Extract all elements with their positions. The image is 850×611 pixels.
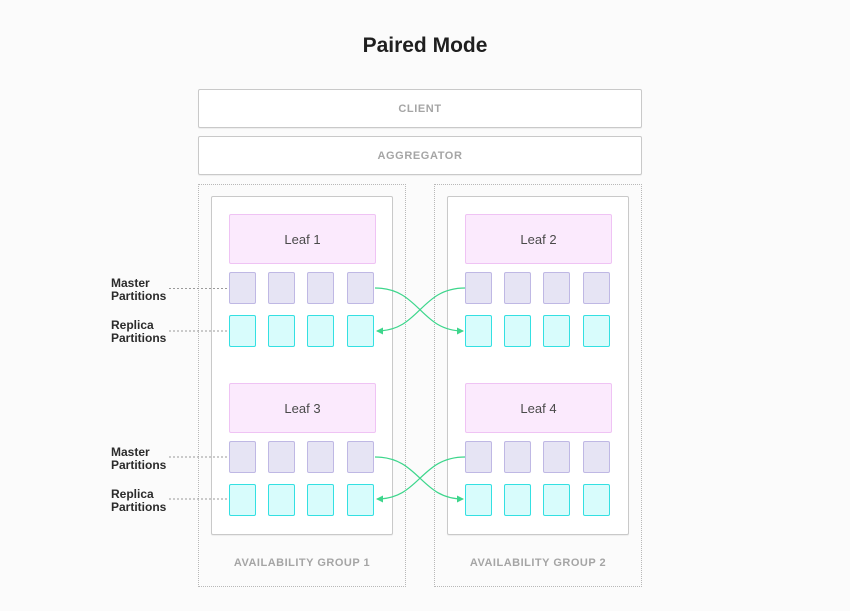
leaf-2-replica-partition [583,315,610,347]
leaf-3-master-partition [229,441,256,473]
availability-group-2-label: AVAILABILITY GROUP 2 [469,557,607,569]
leaf-4-master-partition [465,441,492,473]
leaf-3-master-partition [307,441,334,473]
leaf-3: Leaf 3 [229,383,376,433]
master-partitions-label-top: Master Partitions [111,276,167,303]
leaf-2-replica-partition [504,315,531,347]
leaf-3-replica-partition [229,484,256,516]
leaf-1: Leaf 1 [229,214,376,264]
leaf-4-replica-partition [504,484,531,516]
leaf-1-master-partition [347,272,374,304]
leaf-2-replica-partition [543,315,570,347]
diagram-title: Paired Mode [362,34,488,57]
leaf-2-master-partition [504,272,531,304]
leaf-2-replica-partition [465,315,492,347]
leaf-4-master-partition [583,441,610,473]
leaf-1-replica-partition [347,315,374,347]
leaf-4-master-partition [543,441,570,473]
leaf-4-replica-partition [543,484,570,516]
leaf-4: Leaf 4 [465,383,612,433]
leaf-1-replica-partition [268,315,295,347]
leaf-1-master-partition [268,272,295,304]
aggregator-box: AGGREGATOR [198,136,642,175]
leaf-4-replica-partition [465,484,492,516]
leaf-2: Leaf 2 [465,214,612,264]
leaf-3-master-partition [347,441,374,473]
leaf-1-master-partition [229,272,256,304]
leaf-1-master-partition [307,272,334,304]
leaf-2-master-partition [543,272,570,304]
leaf-1-replica-partition [307,315,334,347]
availability-group-1-label: AVAILABILITY GROUP 1 [233,557,371,569]
master-partitions-label-bottom: Master Partitions [111,445,167,472]
client-box: CLIENT [198,89,642,128]
leaf-2-master-partition [465,272,492,304]
availability-group-2 [434,184,642,587]
replica-partitions-label-bottom: Replica Partitions [111,487,167,514]
leaf-2-master-partition [583,272,610,304]
availability-group-1 [198,184,406,587]
leaf-4-replica-partition [583,484,610,516]
leaf-3-replica-partition [307,484,334,516]
leaf-4-master-partition [504,441,531,473]
leaf-1-replica-partition [229,315,256,347]
leaf-3-replica-partition [347,484,374,516]
leaf-3-replica-partition [268,484,295,516]
leaf-3-master-partition [268,441,295,473]
replica-partitions-label-top: Replica Partitions [111,318,167,345]
